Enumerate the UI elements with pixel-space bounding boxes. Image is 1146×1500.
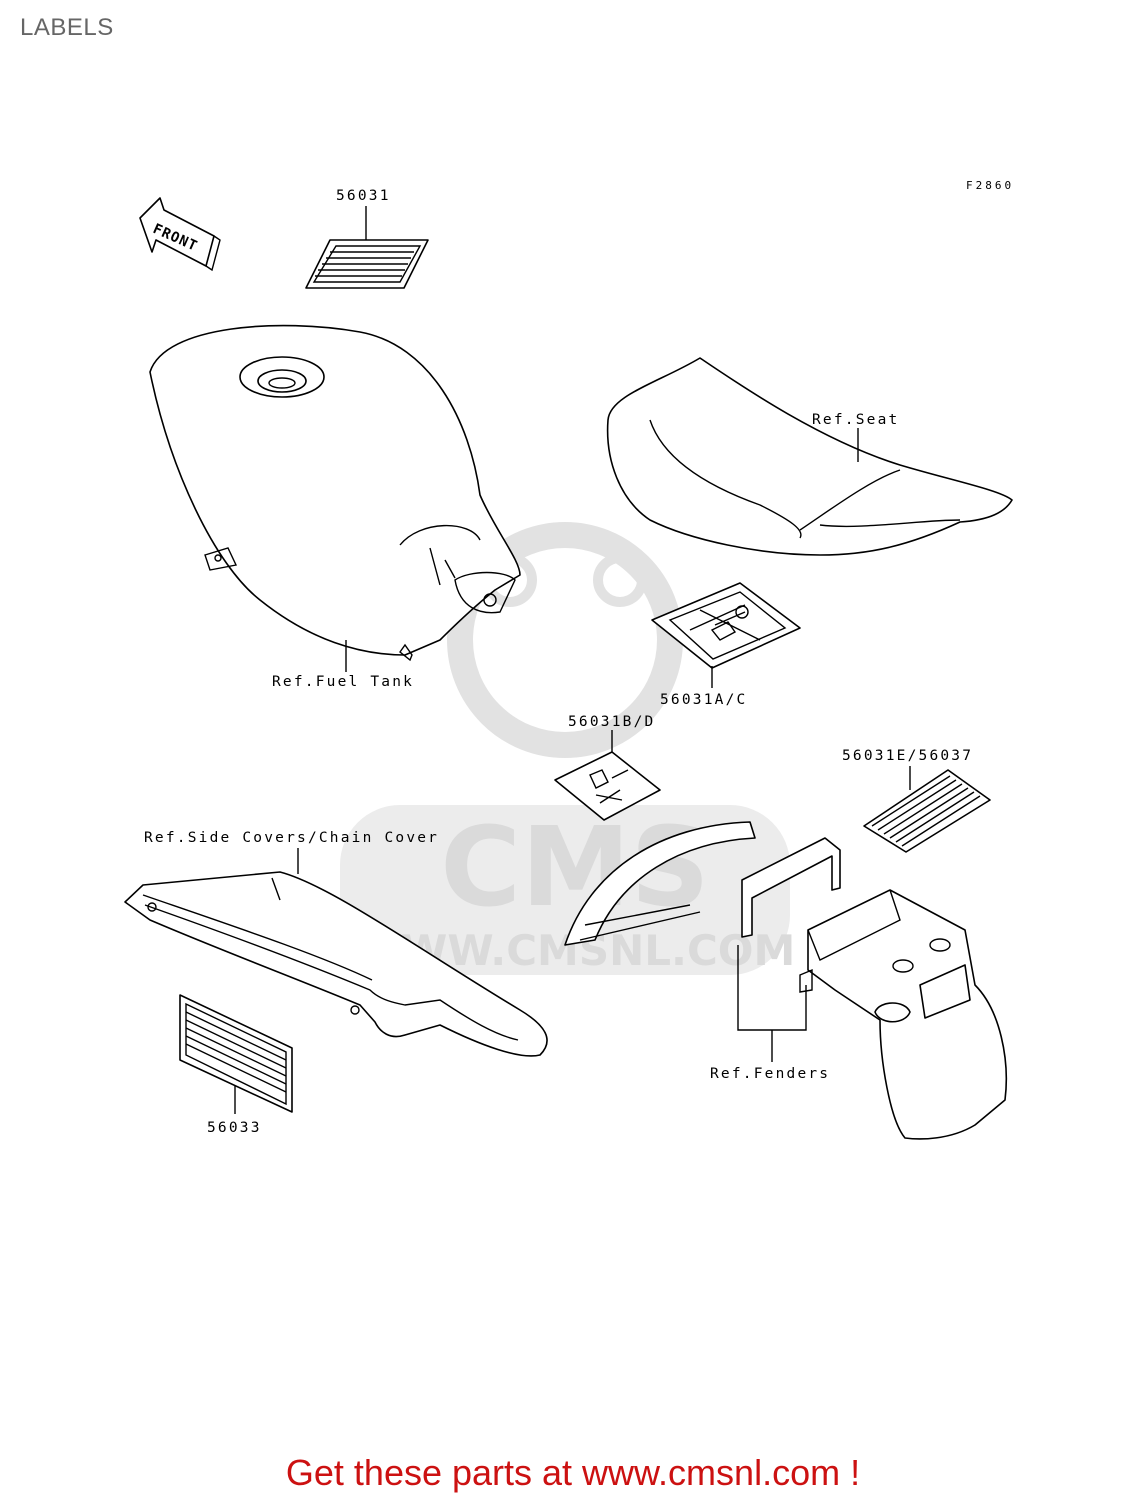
callout-56031ac: 56031A/C <box>660 692 747 708</box>
watermark-brand: CMS <box>440 803 709 931</box>
parts-diagram: CMS WWW.CMSNL.COM F2860 FRONT 56031 Ref.… <box>124 179 1014 1140</box>
fuel-tank-part[interactable] <box>149 324 521 662</box>
page-title: LABELS <box>20 14 114 41</box>
callout-ref-fuel-tank: Ref.Fuel Tank <box>272 674 414 690</box>
callout-56031bd: 56031B/D <box>568 714 655 730</box>
callout-ref-fenders: Ref.Fenders <box>710 1066 830 1082</box>
label-56031ac-part[interactable] <box>651 582 801 669</box>
callout-56031: 56031 <box>336 188 391 204</box>
footer-cta[interactable]: Get these parts at www.cmsnl.com ! <box>285 1452 861 1493</box>
callout-ref-seat: Ref.Seat <box>812 412 899 428</box>
label-56031bd-part[interactable] <box>554 751 661 821</box>
label-56031-part[interactable] <box>305 239 429 289</box>
label-56033-part[interactable] <box>179 994 293 1113</box>
callout-56033: 56033 <box>207 1120 262 1136</box>
side-cover-part[interactable] <box>124 871 548 1057</box>
figure-code: F2860 <box>966 179 1014 192</box>
callout-ref-side-covers: Ref.Side Covers/Chain Cover <box>144 830 439 846</box>
callout-56031e-56037: 56031E/56037 <box>842 748 973 764</box>
seat-part[interactable] <box>606 357 1013 556</box>
fenders-part[interactable] <box>564 821 1008 1140</box>
label-56031e-56037-part[interactable] <box>863 769 991 853</box>
front-arrow-icon: FRONT <box>139 197 221 272</box>
